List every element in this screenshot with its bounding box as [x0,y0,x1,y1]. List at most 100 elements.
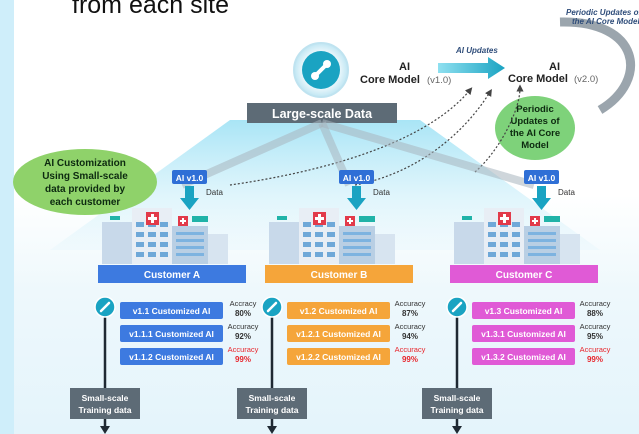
customized-ai-box [472,325,575,342]
customization-line4: each customer [50,197,121,208]
customized-ai-label: v1.1.1 Customized AI [129,329,214,339]
ai-version-tag [524,170,559,184]
accuracy-label: Accuracy [395,345,426,354]
link-glyph-icon [266,301,278,313]
download-arrow-icon [180,186,199,210]
ai-version-tag [339,170,374,184]
customization-line3: data provided by [45,184,125,195]
training-data-line2: Training data [246,405,299,415]
training-data-line1: Small-scale [434,393,481,403]
accuracy-label: Accuracy [395,299,426,308]
customization-line1: AI Customization [44,158,126,169]
customized-ai-box [120,302,223,319]
training-data-line2: Training data [79,405,132,415]
ai-version-tag-label: AI v1.0 [343,173,371,183]
data-flow-dotted-a [229,87,473,186]
hospital-building-icon [269,208,395,264]
accuracy-value: 95% [587,332,603,341]
core-v2-line2: Core Model [508,73,568,85]
customized-ai-box [287,325,390,342]
download-arrow-icon [347,186,366,210]
data-label: Data [558,188,575,197]
customer-name: Customer C [496,270,553,281]
training-data-line1: Small-scale [82,393,129,403]
accuracy-label: Accuracy [580,322,611,331]
hospital-building-icon [102,208,228,264]
customized-ai-label: v1.2.2 Customized AI [296,352,381,362]
customized-ai-box [472,302,575,319]
customized-ai-label: v1.1 Customized AI [133,306,211,316]
timeline-arrow-icon [100,426,110,434]
link-glyph-icon [451,301,463,313]
periodic-bubble-line2: Updates of [510,116,560,127]
accuracy-label: Accuracy [228,322,259,331]
customized-ai-box [287,348,390,365]
customized-ai-label: v1.1.2 Customized AI [129,352,214,362]
customer-column-2 [237,121,413,434]
customization-line2: Using Small-scale [42,171,128,182]
training-data-line1: Small-scale [249,393,296,403]
accuracy-value: 99% [587,355,603,364]
training-data-box [237,388,307,419]
customer-name: Customer B [311,270,368,281]
customer-column-1 [70,119,324,434]
data-label: Data [206,188,223,197]
ai-updates-label: AI Updates [455,46,498,55]
customized-ai-label: v1.2.1 Customized AI [296,329,381,339]
periodic-bubble-line3: the AI Core [510,128,560,139]
customized-ai-box [120,348,223,365]
accuracy-value: 94% [402,332,418,341]
ai-updates-arrow [438,57,505,79]
core-v2-line1: AI [549,61,560,73]
customized-ai-label: v1.3 Customized AI [485,306,563,316]
periodic-top-line2: the AI Core Model [572,17,639,26]
ai-version-tag-label: AI v1.0 [528,173,556,183]
ai-version-tag-label: AI v1.0 [176,173,204,183]
periodic-bubble-line1: Periodic [516,104,554,115]
customer-column-3 [320,119,598,434]
timeline-arrow-icon [452,426,462,434]
accuracy-label: Accuracy [580,345,611,354]
accuracy-value: 80% [235,309,251,318]
periodic-update-curve [559,17,636,114]
beam-arrow [320,119,536,189]
accuracy-value: 92% [235,332,251,341]
periodic-bubble-line4: Model [521,140,548,151]
customer-bar [450,265,598,283]
customized-ai-label: v1.3.1 Customized AI [481,329,566,339]
customization-bubble [13,149,157,215]
link-glyph-icon [99,301,111,313]
ai-version-tag [172,170,207,184]
customized-ai-box [120,325,223,342]
training-data-box [70,388,140,419]
periodic-top-line1: Periodic Updates of [566,8,639,17]
customer-bar [98,265,246,283]
customized-ai-box [287,302,390,319]
core-v2-version: (v2.0) [574,74,598,85]
left-accent-strip [0,0,14,434]
timeline-arrow-icon [267,426,277,434]
core-v1-line1: AI [399,61,410,73]
core-v1-version: (v1.0) [427,75,451,86]
customer-bar [265,265,413,283]
download-arrow-icon [532,186,551,210]
data-flow-dotted-b [354,88,492,186]
hospital-building-icon [454,208,580,264]
link-glyph-icon [311,60,331,80]
customized-ai-box [472,348,575,365]
title-partial: from each site [72,0,229,19]
accuracy-value: 99% [235,355,251,364]
data-label: Data [373,188,390,197]
accuracy-label: Accuracy [228,345,259,354]
customized-ai-label: v1.3.2 Customized AI [481,352,566,362]
training-data-box [422,388,492,419]
accuracy-value: 88% [587,309,603,318]
large-scale-data-label: Large-scale Data [272,107,373,121]
customer-name: Customer A [144,270,200,281]
training-data-line2: Training data [431,405,484,415]
accuracy-value: 99% [402,355,418,364]
data-flow-dotted-c [474,84,524,173]
customized-ai-label: v1.2 Customized AI [300,306,378,316]
